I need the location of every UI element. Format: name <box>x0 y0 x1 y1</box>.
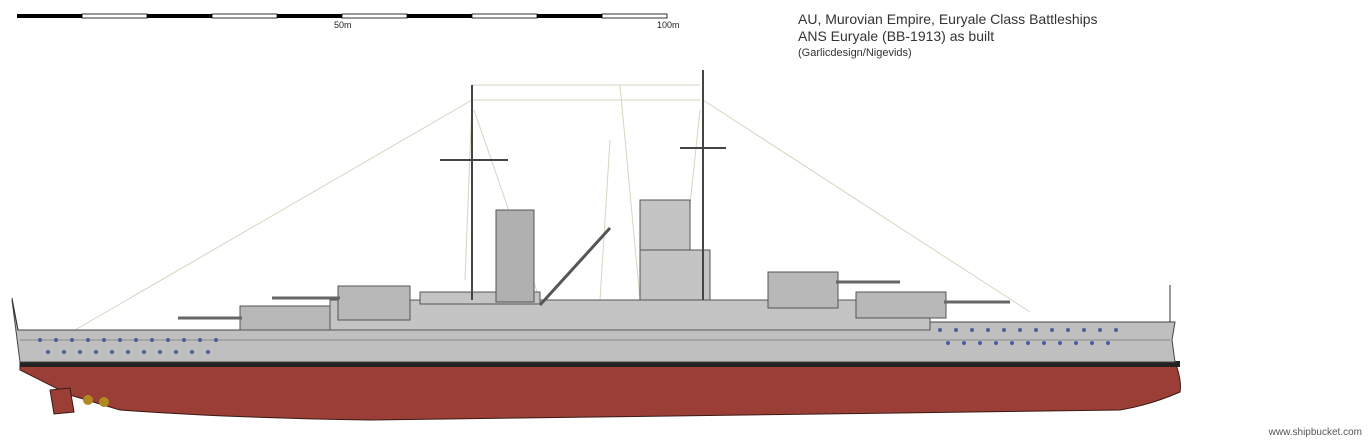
portholes-row-1 <box>38 328 1118 342</box>
scale-label-50m: 50m <box>334 20 352 30</box>
gun-barrels <box>178 280 1010 320</box>
watermark: www.shipbucket.com <box>1268 427 1362 438</box>
title-block: AU, Murovian Empire, Euryale Class Battl… <box>798 11 1098 61</box>
hull-lower <box>19 361 1181 421</box>
crane-jib <box>538 226 612 307</box>
scale-label-100m: 100m <box>657 20 680 30</box>
boot-top <box>20 361 1180 367</box>
stern-staff <box>11 297 19 331</box>
scale-bar-segments <box>17 13 668 19</box>
superstructure <box>329 199 931 331</box>
portholes-row-2 <box>46 341 1110 354</box>
funnel <box>495 209 535 303</box>
credit-line: (Garlicdesign/Nigevids) <box>798 47 912 59</box>
propellers <box>83 395 109 407</box>
rudder <box>49 387 75 415</box>
masts <box>440 70 726 300</box>
hull-upper <box>11 299 1176 363</box>
title-line-2: ANS Euryale (BB-1913) as built <box>798 28 995 44</box>
title-line-1: AU, Murovian Empire, Euryale Class Battl… <box>798 11 1098 27</box>
scale-bar <box>17 13 668 19</box>
